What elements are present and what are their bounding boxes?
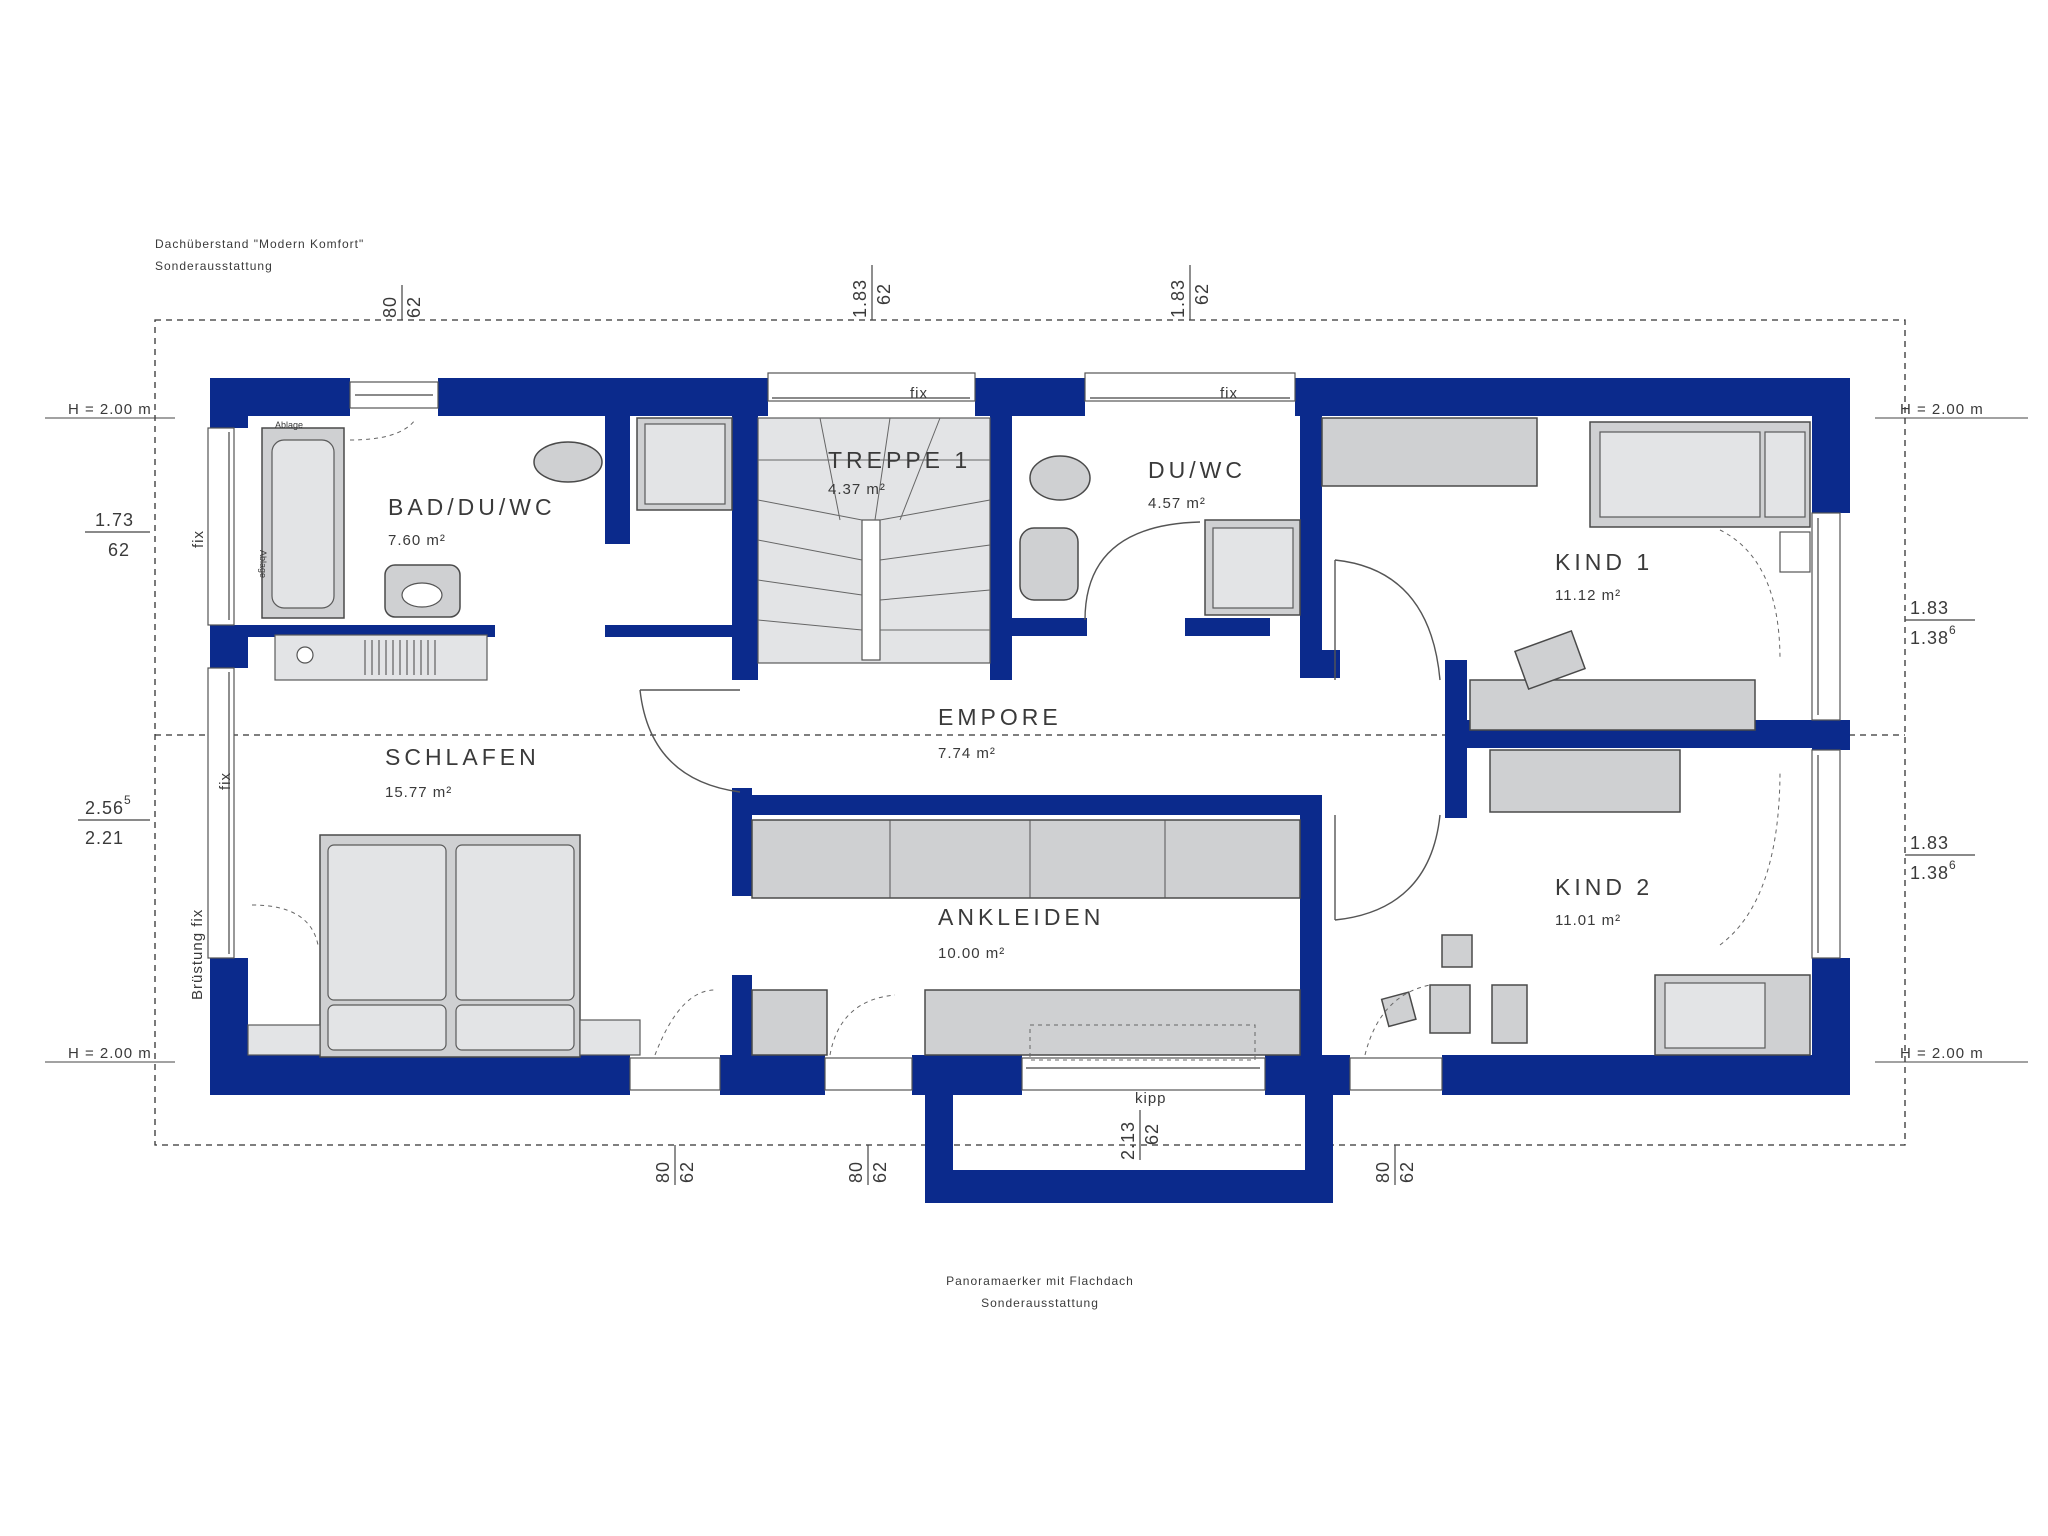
svg-text:1.386: 1.386 [1910,623,1957,648]
svg-text:62: 62 [870,1161,890,1183]
overhang-note-line2: Sonderausstattung [155,259,273,273]
room-name-ankleiden: ANKLEIDEN [938,904,1104,930]
svg-text:62: 62 [677,1161,697,1183]
room-name-treppe: TREPPE 1 [828,447,971,473]
svg-text:2.21: 2.21 [85,828,124,848]
svg-text:62: 62 [108,540,130,560]
bay-note-line1: Panoramaerker mit Flachdach [946,1274,1134,1288]
svg-text:1.386: 1.386 [1910,858,1957,883]
svg-text:80: 80 [1373,1161,1393,1183]
dim-right-1: 1.83 1.386 [1905,598,1975,648]
window-label-left-upper: fix [190,530,207,548]
roof-overhang-outline [154,319,1906,1146]
dim-bottom-2: 80 62 [846,1145,890,1185]
toilet-icon [533,441,603,483]
svg-text:2.13: 2.13 [1118,1121,1138,1160]
svg-text:2.565: 2.565 [85,793,132,818]
svg-text:1.83: 1.83 [1168,279,1188,318]
dim-bottom-1: 80 62 [653,1145,697,1185]
room-name-schlafen: SCHLAFEN [385,744,540,770]
svg-text:62: 62 [1192,283,1212,305]
room-name-kind2: KIND 2 [1555,874,1653,900]
svg-text:80: 80 [653,1161,673,1183]
room-area-kind2: 11.01 m² [1555,912,1621,929]
room-area-duwc: 4.57 m² [1148,495,1206,512]
height-top-right: H = 2.00 m [1900,401,1984,418]
desk-icon [1469,679,1756,731]
shelf-label: Ablage [275,420,303,430]
room-name-kind1: KIND 1 [1555,549,1653,575]
shelf-label-side: Ablage [258,550,268,578]
svg-text:1.73: 1.73 [95,510,134,530]
bay-note-line2: Sonderausstattung [981,1296,1099,1310]
wardrobe-icon [751,819,1301,899]
svg-text:80: 80 [380,296,400,318]
height-bottom-right: H = 2.00 m [1900,1045,1984,1062]
wardrobe-icon [1489,749,1681,813]
shelf-icon [1491,984,1528,1044]
room-name-empore: EMPORE [938,704,1062,730]
window-label-top-mid: fix [910,385,928,402]
room-area-bad: 7.60 m² [388,532,446,549]
washbasin-icon [1019,527,1079,601]
chair-icon [1441,934,1473,968]
svg-text:1.83: 1.83 [1910,833,1949,853]
window-label-bruestung: Brüstung fix [189,909,206,1000]
svg-text:62: 62 [1397,1161,1417,1183]
dim-bottom-3: 2.13 62 [1118,1110,1162,1160]
room-area-kind1: 11.12 m² [1555,587,1621,604]
dim-bottom-4: 80 62 [1373,1145,1417,1185]
dim-left-2: 2.565 2.21 [78,793,150,848]
window-label-left-lower: fix [217,772,234,790]
height-top-left: H = 2.00 m [68,401,152,418]
toilet-icon [1029,455,1091,501]
room-name-duwc: DU/WC [1148,457,1246,483]
room-name-bad: BAD/DU/WC [388,494,556,520]
room-area-schlafen: 15.77 m² [385,784,452,801]
svg-text:62: 62 [404,296,424,318]
dim-top-2: 1.83 62 [850,265,894,320]
walls [210,378,1850,1203]
room-area-treppe: 4.37 m² [828,481,886,498]
overhang-note-line1: Dachüberstand "Modern Komfort" [155,237,364,251]
desk-icon [1429,984,1471,1034]
dim-right-2: 1.83 1.386 [1905,833,1975,883]
chair-icon [1380,991,1417,1028]
dim-top-3: 1.83 62 [1168,265,1212,320]
chair-icon [1514,629,1586,691]
furniture [247,417,1811,1058]
svg-text:62: 62 [1142,1123,1162,1145]
windows [207,372,1841,1091]
dim-left-1: 1.73 62 [85,510,150,560]
svg-text:62: 62 [874,283,894,305]
doors [251,419,1781,1061]
window-label-bay: kipp [1135,1090,1167,1107]
wardrobe-icon [924,989,1301,1056]
wardrobe-icon [1321,417,1538,487]
window-label-top-right: fix [1220,385,1238,402]
room-area-ankleiden: 10.00 m² [938,945,1005,962]
svg-text:80: 80 [846,1161,866,1183]
room-area-empore: 7.74 m² [938,745,996,762]
svg-text:1.83: 1.83 [1910,598,1949,618]
height-bottom-left: H = 2.00 m [68,1045,152,1062]
svg-text:1.83: 1.83 [850,279,870,318]
dim-top-1: 80 62 [380,285,424,320]
